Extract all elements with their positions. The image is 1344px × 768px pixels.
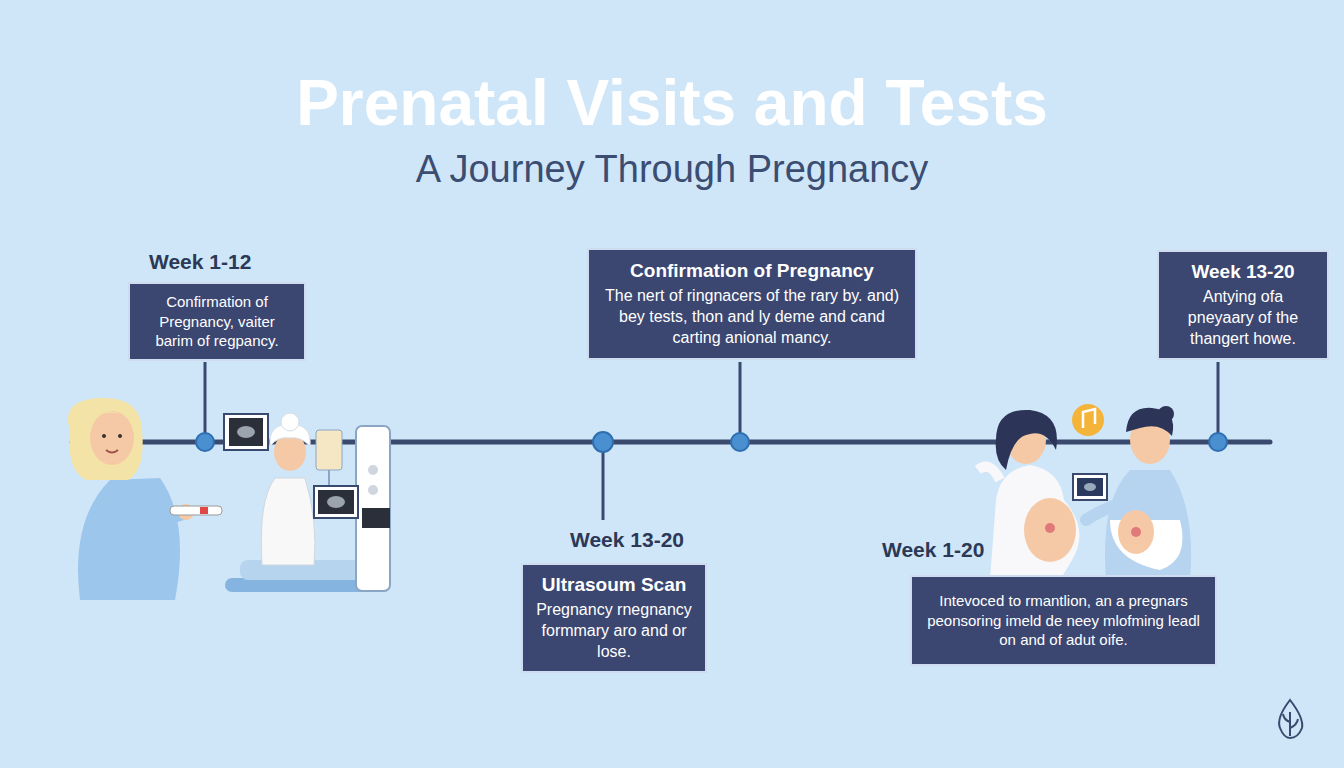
ultrasound-machine: [314, 426, 390, 591]
box-text: Antying ofa pneyaary of the thangert how…: [1169, 287, 1317, 349]
logo: [1279, 700, 1302, 738]
music-icon: [1072, 404, 1104, 436]
text-box: Week 13-20Antying ofa pneyaary of the th…: [1157, 250, 1329, 360]
text-box: Week 1-20Intevoced to rmantlion, an a pr…: [910, 575, 1217, 666]
week-label: Week 1-12: [149, 250, 251, 274]
subtitle: A Journey Through Pregnancy: [0, 148, 1344, 191]
text-box: Confirmation of PregnancyThe nert of rin…: [587, 248, 917, 360]
diagram-title: Prenatal Visits and Tests: [0, 66, 1344, 140]
box-text: Intevoced to rmantlion, an a pregnars pe…: [922, 591, 1205, 650]
pregnant-woman: [978, 410, 1079, 580]
woman-with-test: [68, 398, 222, 600]
ultrasound-patient: [225, 413, 390, 592]
box-heading: Confirmation of Pregnancy: [599, 259, 905, 283]
week-label: Week 13-20: [570, 528, 684, 552]
text-box: Week 13-20Ultrasoum ScanPregnancy rnegna…: [521, 563, 707, 673]
box-heading: Ultrasoum Scan: [533, 573, 695, 597]
timeline-dots: [196, 432, 1227, 452]
text-box: Week 1-12Confirmation of Pregnancy, vait…: [128, 282, 306, 361]
box-text: The nert of ringnacers of the rary by. a…: [599, 286, 905, 348]
week-label: Week 1-20: [882, 538, 984, 562]
ultrasound-image: [224, 414, 268, 450]
box-text: Confirmation of Pregnancy, vaiter barim …: [140, 292, 294, 351]
monitor-icon: [1073, 474, 1107, 500]
box-text: Pregnancy rnegnancy formmary aro and or …: [533, 600, 695, 662]
box-heading: Week 13-20: [1169, 260, 1317, 284]
